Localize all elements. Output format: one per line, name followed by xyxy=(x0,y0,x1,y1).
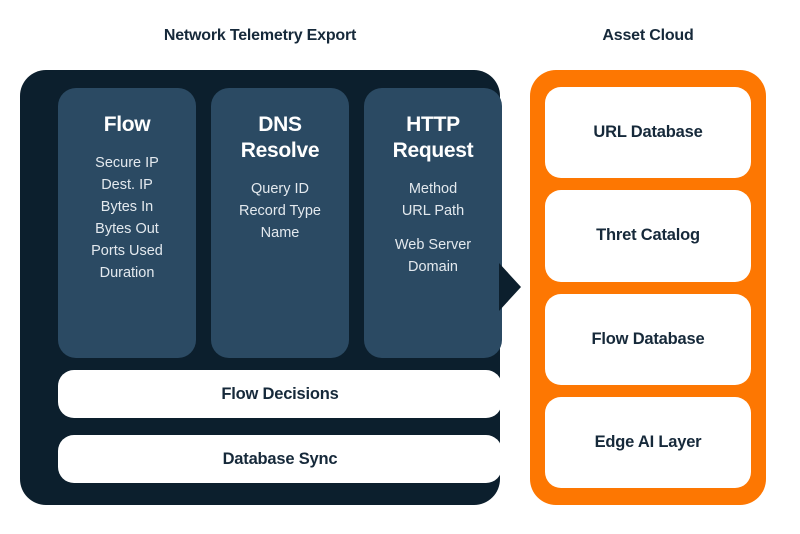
telemetry-item-secure-ip: Secure IP xyxy=(95,155,159,171)
telemetry-bar-group: Flow Decisions Database Sync xyxy=(58,370,502,483)
flow-arrow-icon xyxy=(499,263,521,311)
telemetry-card-dns-title-line1: DNS xyxy=(258,113,302,136)
telemetry-item-bytes-out: Bytes Out xyxy=(95,221,159,237)
telemetry-item-url-path: URL Path xyxy=(401,203,465,219)
asset-card-edge-ai-layer[interactable]: Edge AI Layer xyxy=(545,396,751,488)
telemetry-bar-flow-decisions[interactable]: Flow Decisions xyxy=(58,370,502,418)
telemetry-item-record-type: Record Type xyxy=(239,203,321,219)
left-section-title: Network Telemetry Export xyxy=(163,27,357,44)
telemetry-column-group: Flow Secure IP Dest. IP Bytes In Bytes O… xyxy=(58,88,502,358)
network-telemetry-panel: Flow Secure IP Dest. IP Bytes In Bytes O… xyxy=(20,70,502,505)
telemetry-card-http-request[interactable]: HTTP Request Method URL Path Web Server … xyxy=(364,88,502,358)
telemetry-item-ports-used: Ports Used xyxy=(91,243,163,259)
telemetry-item-duration: Duration xyxy=(99,265,155,281)
telemetry-item-dest-ip: Dest. IP xyxy=(101,177,153,193)
telemetry-card-http-request-title: HTTP Request xyxy=(372,112,494,164)
telemetry-card-flow-title: Flow xyxy=(66,112,188,138)
telemetry-item-query-id: Query ID xyxy=(250,181,309,197)
telemetry-card-dns-resolve-title: DNS Resolve xyxy=(219,112,341,164)
telemetry-card-http-title-line1: HTTP xyxy=(406,113,460,136)
asset-cloud-panel: URL Database Thret Catalog Flow Database… xyxy=(530,70,766,505)
asset-card-thret-catalog[interactable]: Thret Catalog xyxy=(545,190,751,282)
telemetry-item-web-server: Web Server xyxy=(394,237,472,253)
asset-card-flow-database[interactable]: Flow Database xyxy=(545,293,751,385)
asset-card-url-database[interactable]: URL Database xyxy=(545,87,751,179)
telemetry-card-flow[interactable]: Flow Secure IP Dest. IP Bytes In Bytes O… xyxy=(58,88,196,358)
telemetry-bar-database-sync[interactable]: Database Sync xyxy=(58,435,502,483)
telemetry-card-flow-title-line1: Flow xyxy=(103,113,151,136)
right-section-title: Asset Cloud xyxy=(602,27,694,44)
telemetry-card-dns-title-line2: Resolve xyxy=(240,139,320,162)
telemetry-card-http-title-line2: Request xyxy=(392,139,474,162)
telemetry-item-method: Method xyxy=(408,181,458,197)
telemetry-item-domain: Domain xyxy=(408,259,458,275)
telemetry-item-name: Name xyxy=(260,225,300,241)
telemetry-item-bytes-in: Bytes In xyxy=(100,199,154,215)
telemetry-card-dns-resolve[interactable]: DNS Resolve Query ID Record Type Name xyxy=(211,88,349,358)
